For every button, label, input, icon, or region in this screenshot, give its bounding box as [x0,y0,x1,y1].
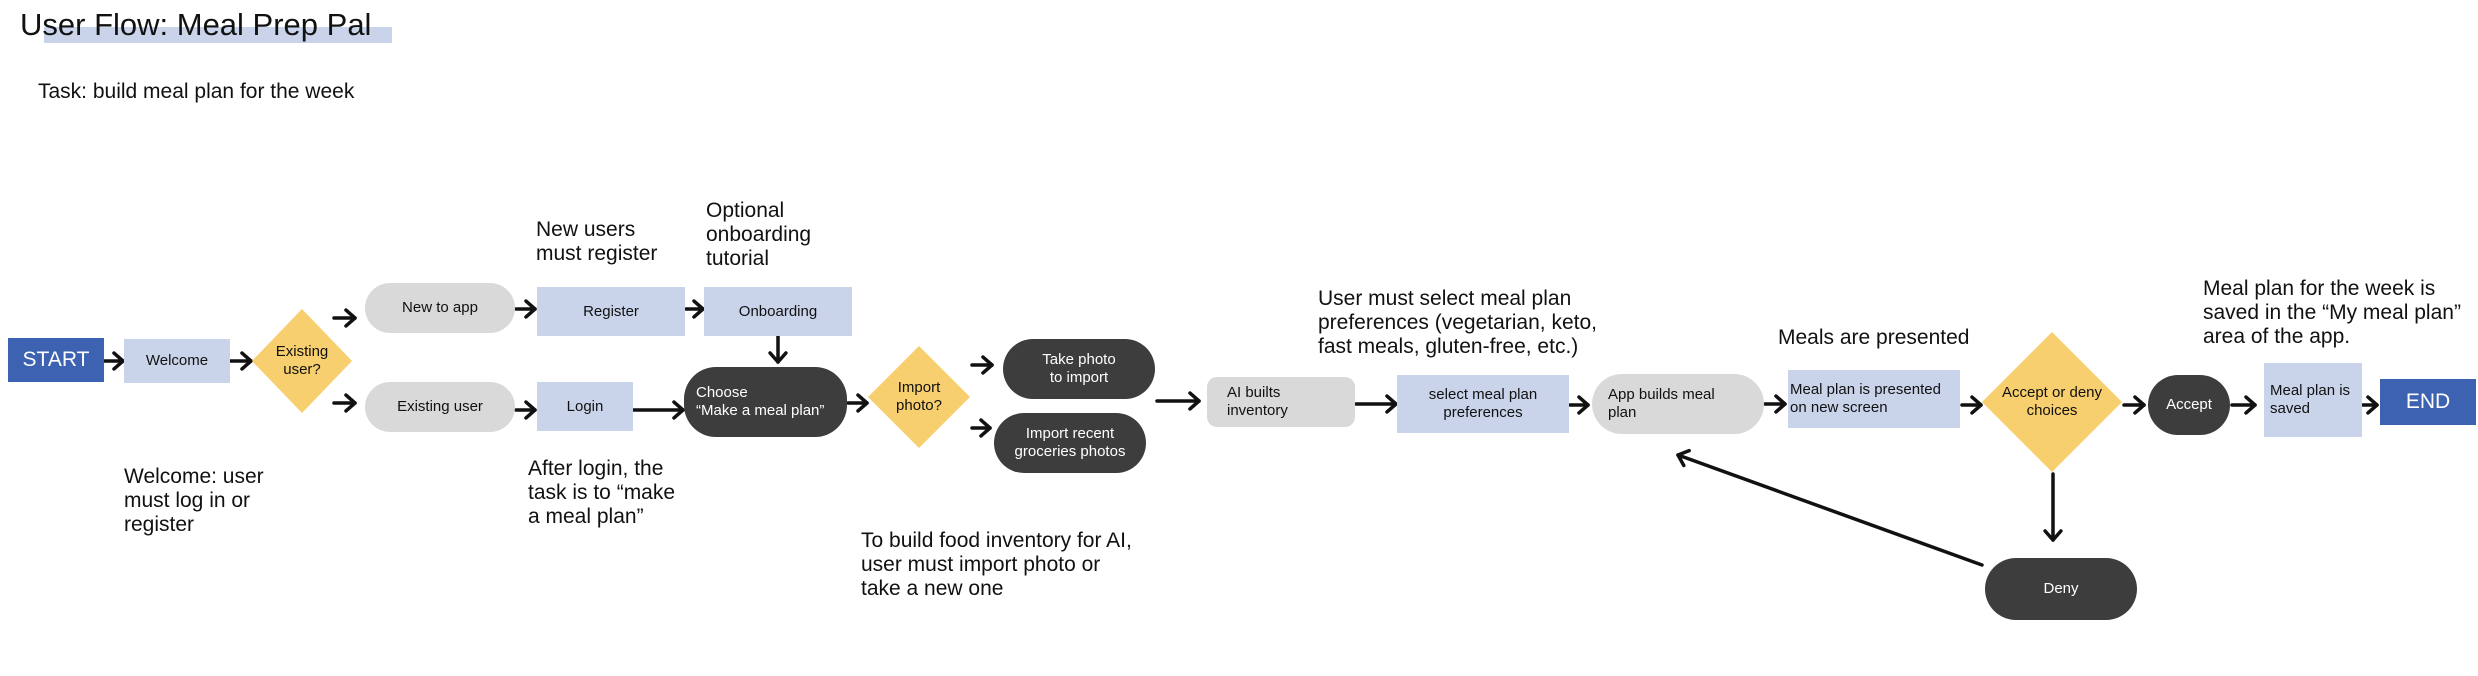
arrow-appbuilds-presented [1763,394,1787,414]
arrow-register-onboarding [684,299,705,319]
arrow-onboarding-choose [768,334,788,364]
start-terminal: START [8,338,104,382]
note-new-users: New users must register [536,218,658,265]
arrow-import-recent [970,418,992,438]
onboarding-screen: Onboarding [704,287,852,336]
arrow-decision-newapp [332,308,357,328]
import-photo-decision-label: Import photo? [896,379,942,414]
arrow-newapp-register [514,299,537,319]
accept-deny-decision-label: Accept or deny choices [2001,384,2103,419]
existing-user-decision: Existing user? [252,309,352,413]
arrow-decision-existing [332,393,357,413]
ai-inventory-node: AI builts inventory [1207,377,1355,427]
arrow-decision-accept [2122,395,2146,415]
accept-node: Accept [2148,375,2230,435]
arrow-import-takephoto [970,355,994,375]
existing-user-node: Existing user [365,382,515,432]
end-terminal: END [2380,379,2476,425]
arrow-saved-end [2361,395,2379,415]
arrow-deny-appbuilds [1676,448,1984,567]
arrow-existing-login [514,400,537,420]
note-preferences: User must select meal plan preferences (… [1318,287,1597,358]
choose-meal-plan-node: Choose “Make a meal plan” [684,367,847,437]
title-highlight [44,27,392,43]
deny-node: Deny [1985,558,2137,620]
note-food-inventory: To build food inventory for AI, user mus… [861,529,1132,600]
select-preferences-screen: select meal plan preferences [1397,375,1569,433]
note-after-login: After login, the task is to “make a meal… [528,457,676,528]
arrow-decision-deny [2043,472,2063,542]
arrow-recent-inventory [1155,391,1201,411]
plan-saved-screen: Meal plan is saved [2264,363,2362,437]
import-recent-photos-node: Import recent groceries photos [994,413,1146,473]
arrow-prefs-appbuilds [1568,395,1590,415]
accept-deny-decision: Accept or deny choices [1982,332,2122,472]
arrow-inventory-prefs [1354,394,1398,414]
arrow-presented-decision [1960,395,1983,415]
note-plan-saved: Meal plan for the week is saved in the “… [2203,277,2461,348]
arrow-start-welcome [102,351,125,371]
task-description: Task: build meal plan for the week [38,80,355,103]
arrow-choose-import [846,393,869,413]
arrow-accept-saved [2230,395,2257,415]
register-screen: Register [537,287,685,336]
new-to-app-node: New to app [365,283,515,333]
plan-presented-screen: Meal plan is presented on new screen [1788,370,1960,428]
existing-user-decision-label: Existing user? [275,343,329,378]
note-meals-presented: Meals are presented [1778,326,1970,349]
note-welcome: Welcome: user must log in or register [124,465,264,536]
arrow-login-choose [631,400,685,420]
arrow-welcome-decision [228,351,253,371]
welcome-screen: Welcome [124,339,230,383]
app-builds-plan-node: App builds meal plan [1592,374,1764,434]
page-title: User Flow: Meal Prep Pal [20,7,372,42]
take-photo-node: Take photo to import [1003,339,1155,399]
import-photo-decision: Import photo? [868,346,970,448]
note-optional-onboarding: Optional onboarding tutorial [706,199,812,270]
login-screen: Login [537,382,633,431]
